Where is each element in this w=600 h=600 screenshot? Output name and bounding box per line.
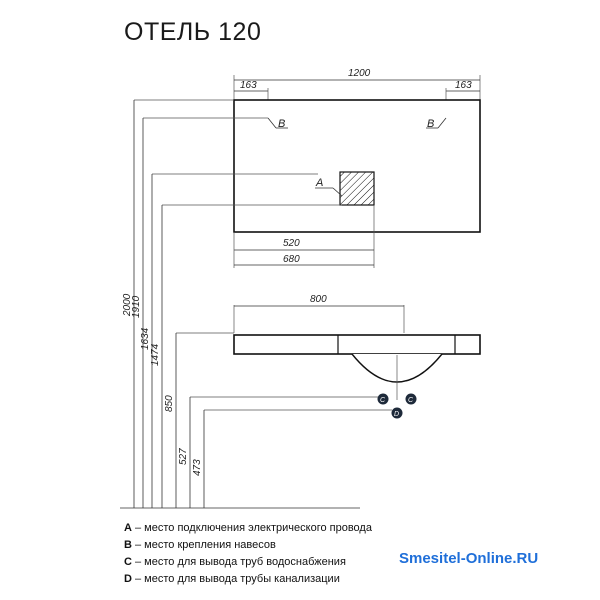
legend-row-a: A – место подключения электрического про… bbox=[124, 522, 372, 534]
height-1910: 1910 bbox=[131, 295, 142, 318]
marker-d bbox=[391, 407, 403, 419]
height-2000: 2000 bbox=[122, 293, 133, 317]
label-a: A bbox=[315, 177, 323, 189]
height-1474: 1474 bbox=[150, 343, 161, 366]
front-view-countertop bbox=[233, 334, 481, 355]
dim-offset-right-163: 163 bbox=[455, 80, 472, 91]
label-c-left: C bbox=[380, 397, 386, 404]
dim-width-1200: 1200 bbox=[348, 68, 371, 79]
dim-520: 520 bbox=[283, 238, 300, 249]
top-view-body bbox=[233, 99, 481, 233]
socket-a-hatch bbox=[339, 171, 375, 206]
height-527: 527 bbox=[178, 448, 189, 465]
dim-offset-left-163: 163 bbox=[240, 80, 257, 91]
legend-row-c: C – место для вывода труб водоснабжения bbox=[124, 556, 346, 568]
legend-row-d: D – место для вывода трубы канализации bbox=[124, 573, 340, 585]
legend: A – место подключения электрического про… bbox=[124, 520, 372, 588]
height-473: 473 bbox=[192, 459, 203, 476]
dim-800: 800 bbox=[310, 294, 327, 305]
marker-c-left bbox=[377, 393, 389, 405]
dim-680: 680 bbox=[283, 254, 300, 265]
marker-c-right bbox=[405, 393, 417, 405]
watermark-text: Smesitel-Online.RU bbox=[399, 550, 539, 567]
label-d: D bbox=[394, 411, 399, 418]
label-b-right: B bbox=[427, 118, 434, 130]
height-1634: 1634 bbox=[140, 327, 151, 350]
height-850: 850 bbox=[164, 395, 175, 412]
page-title: ОТЕЛЬ 120 bbox=[124, 18, 262, 46]
label-c-right: C bbox=[408, 397, 414, 404]
label-b-left: B bbox=[278, 118, 285, 130]
legend-row-b: B – место крепления навесов bbox=[124, 539, 276, 551]
